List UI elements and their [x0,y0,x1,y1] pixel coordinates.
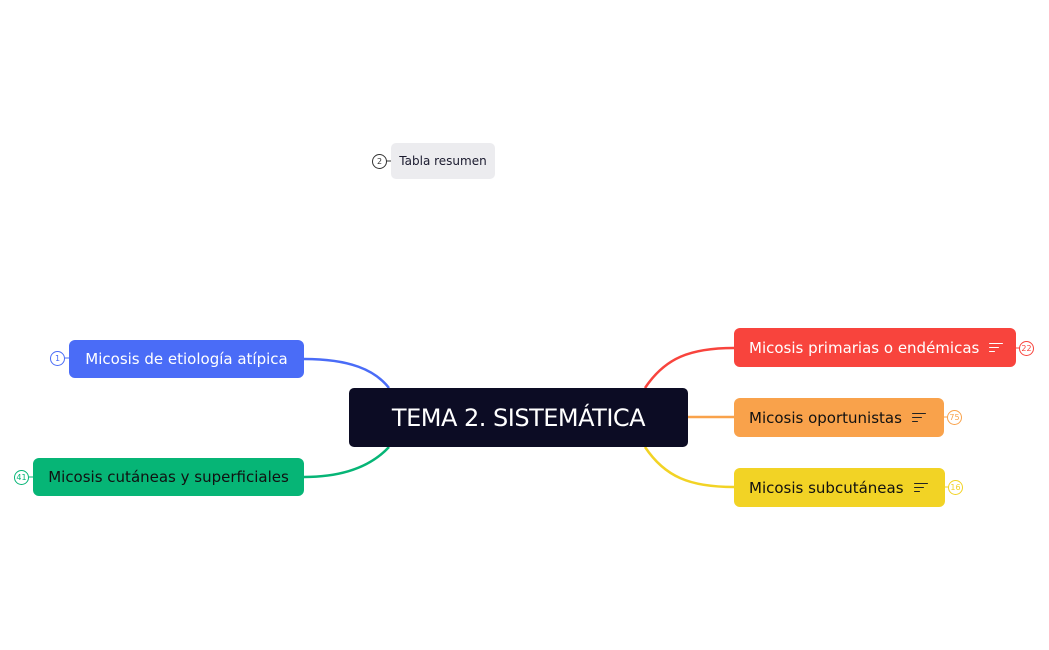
connector-yellow [643,446,735,489]
connector-blue [303,357,390,389]
topic-micosis-primarias-endemicas[interactable]: Micosis primarias o endémicas [734,328,1016,367]
topic-label: Tabla resumen [399,154,487,168]
connector-red [643,346,735,389]
topic-micosis-etiologia-atipica[interactable]: Micosis de etiología atípica [69,340,304,378]
central-topic[interactable]: TEMA 2. SISTEMÁTICA [349,388,688,447]
notes-icon[interactable] [913,480,928,495]
child-count-badge[interactable]: 2 [372,154,387,169]
topic-micosis-cutaneas-superficiales[interactable]: Micosis cutáneas y superficiales [33,458,304,496]
notes-icon[interactable] [989,340,1004,355]
topic-label: Micosis de etiología atípica [85,350,288,368]
topic-micosis-subcutaneas[interactable]: Micosis subcutáneas [734,468,945,507]
notes-icon[interactable] [911,410,926,425]
topic-label: Micosis primarias o endémicas [749,338,980,357]
topic-label: Micosis oportunistas [749,408,902,427]
topic-label: Micosis cutáneas y superficiales [48,468,289,486]
child-count-badge[interactable]: 41 [14,470,29,485]
child-count-badge[interactable]: 22 [1019,341,1034,356]
child-count-badge[interactable]: 16 [948,480,963,495]
central-topic-label: TEMA 2. SISTEMÁTICA [391,403,646,432]
topic-label: Micosis subcutáneas [749,478,904,497]
topic-micosis-oportunistas[interactable]: Micosis oportunistas [734,398,944,437]
floating-topic-tabla-resumen[interactable]: Tabla resumen [391,143,495,179]
child-count-badge[interactable]: 75 [947,410,962,425]
connector-green [303,446,390,479]
child-count-badge[interactable]: 1 [50,351,65,366]
